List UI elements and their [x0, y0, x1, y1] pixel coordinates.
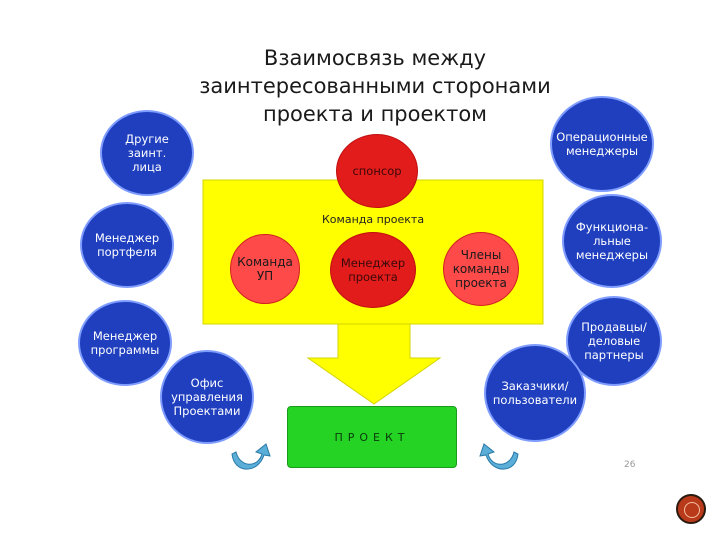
project-label: ПРОЕКТ	[334, 430, 410, 444]
logo-icon	[676, 494, 706, 524]
team-label: Команда проекта	[322, 213, 425, 226]
other-stakeholders-circle: Другие заинт. лица	[100, 110, 194, 196]
operations-managers-circle: Операционные менеджеры	[550, 96, 654, 192]
operations-managers-label: Операционные менеджеры	[556, 130, 648, 158]
customers-users-circle: Заказчики/ пользователи	[484, 344, 586, 442]
project-manager-label: Менеджер проекта	[340, 256, 406, 284]
pmo-circle: Офис управления Проектами	[160, 350, 254, 444]
curved-arrow-right-icon	[479, 443, 519, 470]
title-line-2: заинтересованными сторонами	[199, 74, 551, 98]
curved-arrow-left-icon	[231, 443, 271, 470]
program-manager-label: Менеджер программы	[90, 329, 160, 357]
other-stakeholders-label: Другие заинт. лица	[125, 132, 169, 174]
customers-users-label: Заказчики/ пользователи	[492, 379, 578, 407]
project-manager-circle: Менеджер проекта	[330, 232, 416, 308]
sponsor-label: спонсор	[352, 164, 402, 178]
page-number: 26	[624, 460, 636, 470]
sponsor-circle: спонсор	[336, 134, 418, 208]
team-pm-circle: Команда УП	[230, 234, 300, 304]
portfolio-manager-label: Менеджер портфеля	[94, 231, 160, 259]
sellers-partners-circle: Продавцы/ деловые партнеры	[566, 296, 662, 386]
pmo-label: Офис управления Проектами	[171, 376, 243, 418]
sellers-partners-label: Продавцы/ деловые партнеры	[581, 320, 647, 362]
project-box: ПРОЕКТ	[287, 406, 457, 468]
page-title: Взаимосвязь между заинтересованными стор…	[170, 44, 580, 128]
title-line-3: проекта и проектом	[262, 102, 488, 126]
team-pm-label: Команда УП	[237, 255, 293, 283]
title-line-1: Взаимосвязь между	[263, 46, 487, 70]
team-members-circle: Члены команды проекта	[443, 232, 519, 306]
program-manager-circle: Менеджер программы	[78, 300, 172, 386]
functional-managers-circle: Функциона- льные менеджеры	[562, 194, 662, 288]
functional-managers-label: Функциона- льные менеджеры	[575, 220, 649, 262]
team-members-label: Члены команды проекта	[452, 248, 510, 290]
portfolio-manager-circle: Менеджер портфеля	[80, 202, 174, 288]
down-arrow	[306, 323, 442, 405]
